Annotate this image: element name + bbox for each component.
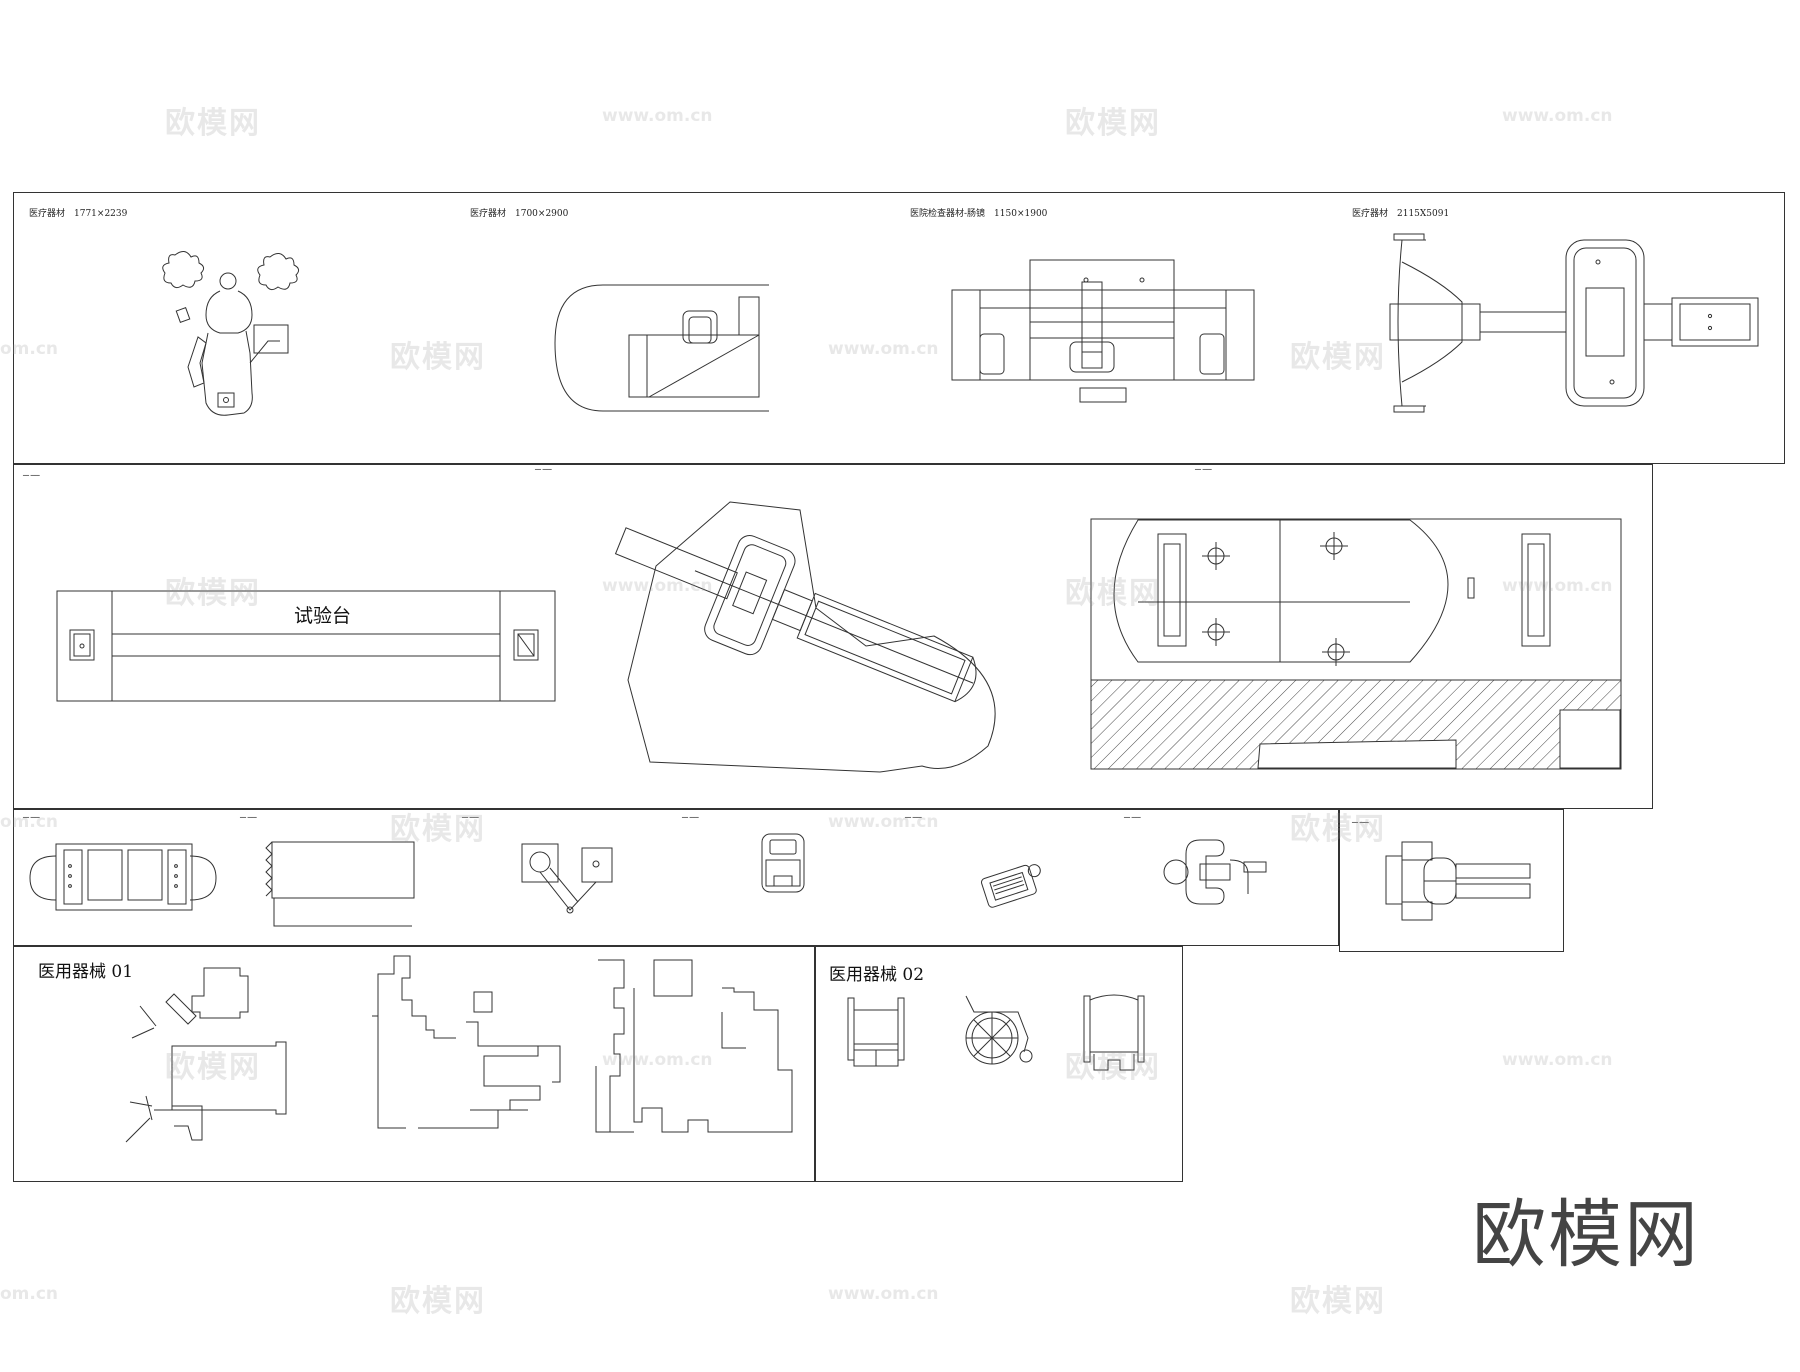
bed-drawing (270, 840, 416, 930)
xray-machine-drawing (553, 283, 769, 413)
test-bench-drawing (56, 590, 556, 702)
panel-row4-left (13, 946, 815, 1182)
watermark-brand-5: 欧模网 (165, 576, 261, 611)
row3-tiny-label-7: ━━ ━━━ (1352, 820, 1369, 826)
watermark-url-1: www.om.cn (602, 106, 713, 126)
wheelchair-side-drawing (962, 994, 1038, 1066)
wheelchair-back-drawing (1082, 992, 1146, 1072)
monitor-cart-drawing (30, 838, 216, 916)
row3-tiny-label-1: ━━ ━━━ (23, 815, 40, 821)
watermark-brand-12: 欧模网 (1290, 1284, 1386, 1319)
row2-tiny-label-2: ━━ ━━━ (535, 467, 552, 473)
group2-title: 医用器械 02 (829, 965, 925, 985)
medical-device-01c-drawing (594, 958, 796, 1134)
panel-row3-right (1339, 809, 1564, 952)
watermark-url-4: www.om.cn (828, 339, 939, 359)
watermark-brand-10: 欧模网 (1065, 1050, 1161, 1085)
row3-tiny-label-4: ━━ ━━━ (682, 815, 699, 821)
watermark-brand-9: 欧模网 (165, 1050, 261, 1085)
watermark-url-5: www.om.cn (602, 576, 713, 596)
operating-table-drawing (1388, 232, 1760, 414)
watermark-brand-2: 欧模网 (1065, 106, 1161, 141)
row3-tiny-label-5: ━━ ━━━ (905, 815, 922, 821)
row1-label-1: 医疗器材 1771×2239 (29, 209, 128, 219)
watermark-url-10: www.om.cn (1502, 1050, 1613, 1070)
watermark-url-12: www.om.cn (828, 1284, 939, 1304)
panel-row4-right (815, 946, 1183, 1182)
watermark-brand-11: 欧模网 (390, 1284, 486, 1319)
scale-drawing (980, 862, 1046, 910)
dental-chair-drawing (150, 245, 310, 420)
chair-topview-drawing (1384, 840, 1532, 922)
row1-label-4: 医疗器材 2115X5091 (1352, 209, 1450, 219)
endoscope-station-drawing (950, 258, 1256, 404)
imaging-room-drawing (1090, 518, 1622, 770)
row1-label-2: 医疗器材 1700×2900 (470, 209, 569, 219)
panel-row3 (13, 809, 1339, 946)
infusion-pump-drawing (760, 832, 806, 894)
medical-device-01b-drawing (368, 954, 564, 1130)
brand-logo-text: 欧模网 (1472, 1192, 1700, 1278)
watermark-url-9: www.om.cn (602, 1050, 713, 1070)
medical-device-01a-drawing (120, 966, 326, 1144)
row1-label-3: 医院检查器材-肠镜 1150×1900 (910, 209, 1048, 219)
watermark-brand-7: 欧模网 (390, 812, 486, 847)
watermark-url-6: www.om.cn (1502, 576, 1613, 596)
dental-unit-small-drawing (1160, 836, 1270, 906)
row2-tiny-label-3: ━━ ━━━ (1195, 467, 1212, 473)
watermark-url-7: om.cn (0, 812, 59, 832)
watermark-brand-3: 欧模网 (390, 340, 486, 375)
watermark-brand-8: 欧模网 (1290, 812, 1386, 847)
watermark-url-2: www.om.cn (1502, 106, 1613, 126)
group1-title: 医用器械 01 (38, 962, 134, 982)
watermark-brand-4: 欧模网 (1290, 340, 1386, 375)
row2-tiny-label-1: ━━ ━━━ (23, 473, 40, 479)
watermark-url-8: www.om.cn (828, 812, 939, 832)
panel-row2 (13, 464, 1653, 809)
watermark-brand-6: 欧模网 (1065, 576, 1161, 611)
row3-tiny-label-3: ━━ ━━━ (462, 815, 479, 821)
row3-tiny-label-6: ━━ ━━━ (1124, 815, 1141, 821)
watermark-brand-1: 欧模网 (165, 106, 261, 141)
row3-tiny-label-2: ━━ ━━━ (240, 815, 257, 821)
rotating-arm-drawing (520, 842, 614, 922)
test-bench-label: 试验台 (294, 605, 352, 627)
angled-table-drawing (598, 500, 1018, 776)
wheelchair-front-drawing (846, 996, 906, 1068)
watermark-url-11: om.cn (0, 1284, 59, 1304)
watermark-url-3: om.cn (0, 339, 59, 359)
panel-row1 (13, 192, 1785, 464)
